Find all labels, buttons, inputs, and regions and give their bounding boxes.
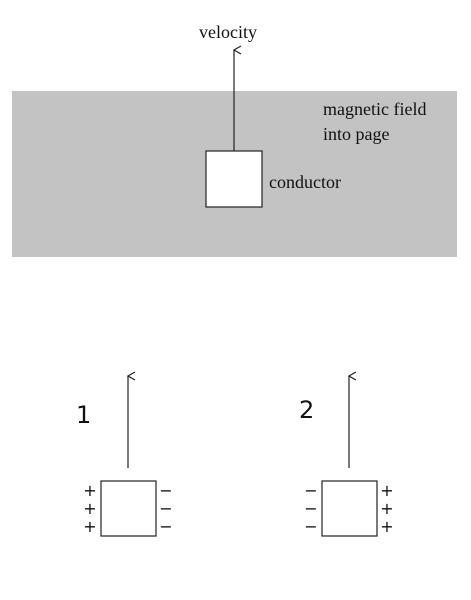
option-1-right-charge: − [159, 517, 173, 536]
option-1-left-charge: + [83, 481, 97, 500]
conductor-square [205, 150, 263, 208]
option-1-left-charge: + [83, 499, 97, 518]
velocity-label: velocity [199, 22, 257, 42]
option-2-right-charge: + [380, 499, 394, 518]
conductor-label: conductor [269, 172, 341, 192]
magnetic-field-label-line2: into page [323, 124, 390, 144]
option-2-left-charge: − [304, 499, 318, 518]
option-1-label: 1 [76, 401, 92, 429]
magnetic-field-label-line1: magnetic field [323, 99, 427, 119]
option-2-right-charge: + [380, 481, 394, 500]
option-2-label: 2 [299, 396, 315, 424]
option-1-left-charge: + [83, 517, 97, 536]
option-2-left-charge: − [304, 481, 318, 500]
option-2-right-charge: + [380, 517, 394, 536]
option-1-right-charge: − [159, 499, 173, 518]
option-2-conductor-square [321, 480, 378, 537]
option-1-conductor-square [100, 480, 157, 537]
option-2-left-charge: − [304, 517, 318, 536]
option-1-right-charge: − [159, 481, 173, 500]
